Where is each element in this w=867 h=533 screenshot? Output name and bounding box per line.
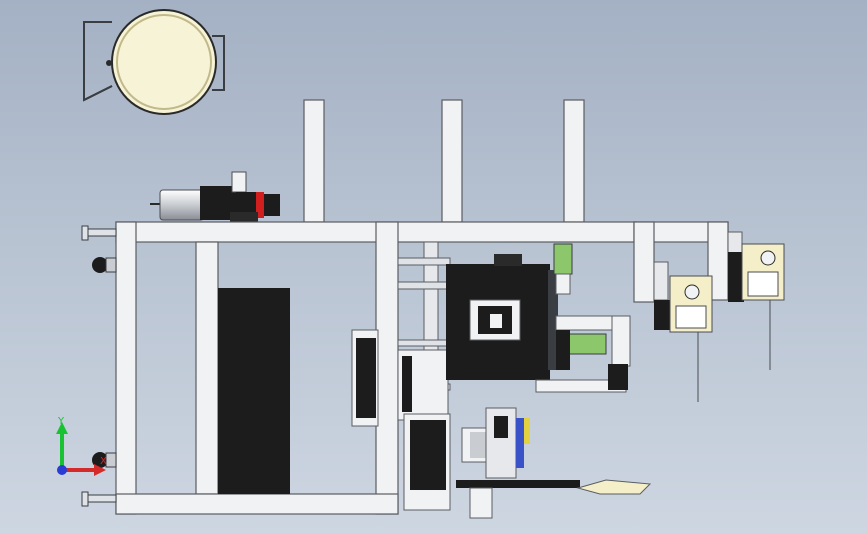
coordinate-triad: Y X: [56, 416, 107, 476]
tension-units: [653, 231, 785, 402]
air-regulator-icon: [150, 171, 280, 222]
lamp-icon: [83, 9, 225, 115]
stepper-motor-top: [553, 243, 573, 295]
main-housing: [446, 254, 558, 380]
leveling-feet: [81, 225, 117, 507]
triad-x-label: X: [100, 456, 107, 467]
caster-wheels: [92, 257, 117, 468]
electrical-cabinet: [218, 288, 290, 494]
right-bracket: [535, 315, 631, 393]
dispensing-head: [403, 407, 652, 519]
upright-posts: [303, 99, 585, 223]
side-motor-assembly: [351, 329, 449, 427]
triad-y-label: Y: [57, 416, 65, 427]
